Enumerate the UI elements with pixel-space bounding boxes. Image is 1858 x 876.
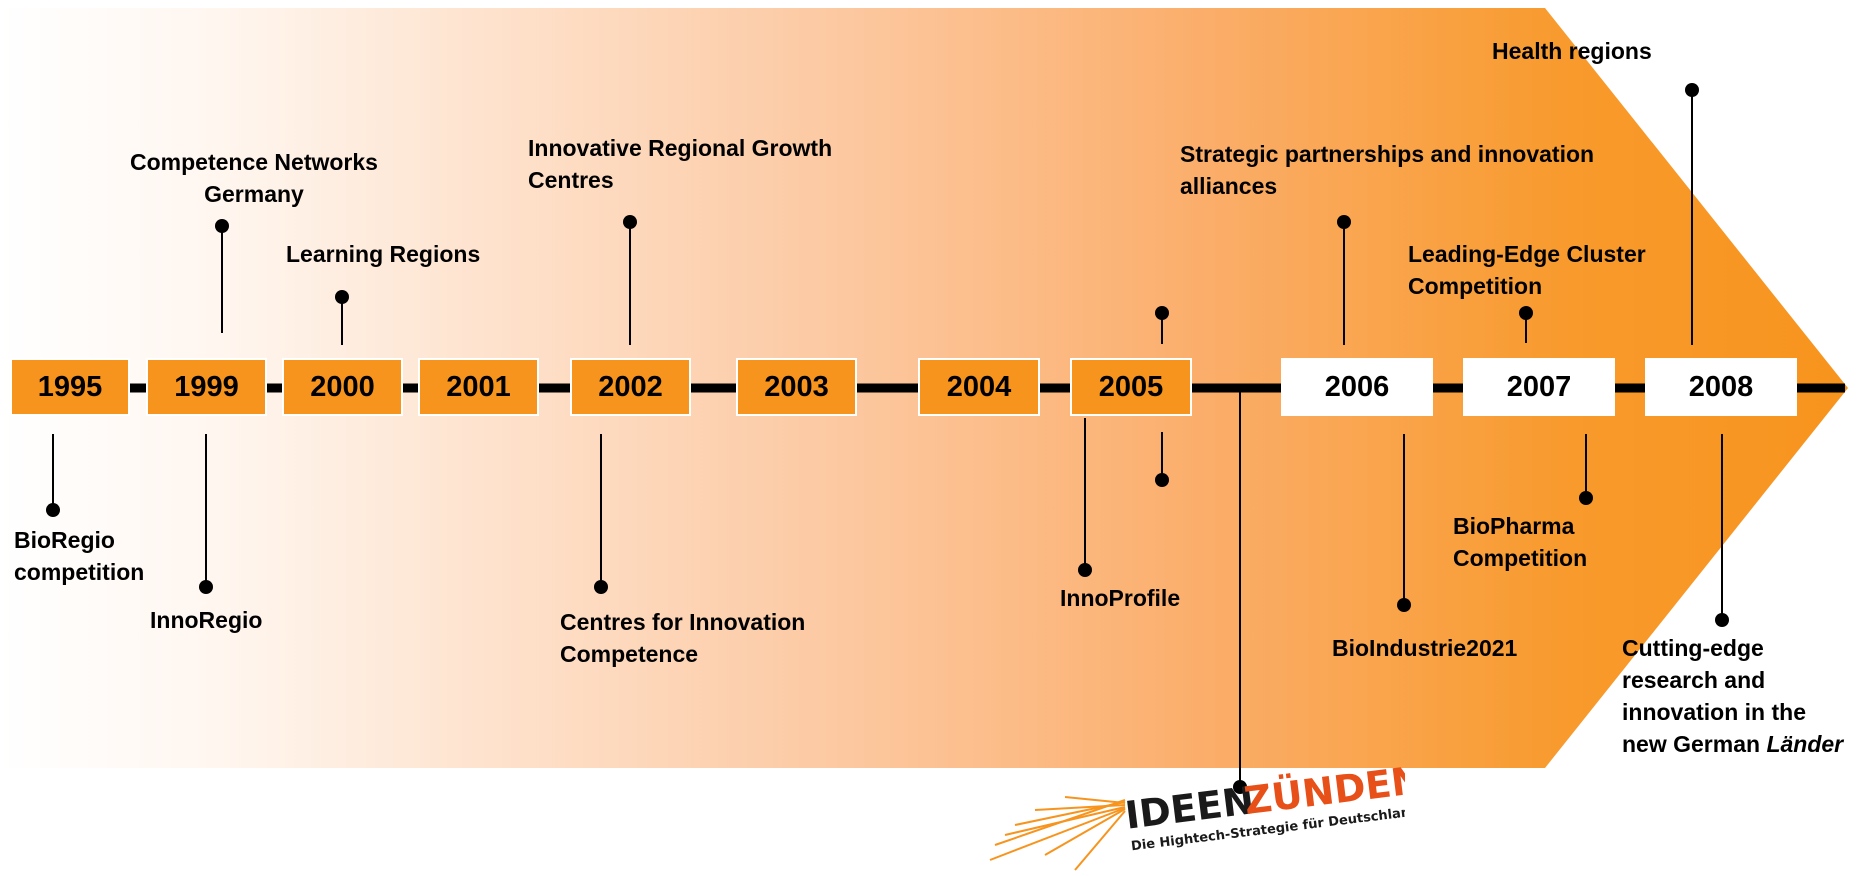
stem-centres-innovation-dot	[594, 580, 608, 594]
spark-rays	[989, 796, 1126, 871]
label-leading-edge: Leading-Edge Cluster Competition	[1408, 241, 1646, 299]
cutting-edge-line2: research and	[1622, 667, 1766, 693]
stem-leading-edge-dot	[1519, 306, 1533, 320]
stem-bioregio-dot	[46, 503, 60, 517]
year-2004: 2004	[918, 358, 1040, 416]
stem-strategic-partnerships-dot	[1337, 215, 1351, 229]
year-2003: 2003	[736, 358, 857, 416]
label-strategic-partnerships: Strategic partnerships and innovation al…	[1180, 141, 1595, 199]
label-learning-regions: Learning Regions	[286, 241, 481, 267]
cutting-edge-line3: innovation in the	[1622, 699, 1806, 725]
stem-innovative-regional-dot	[623, 215, 637, 229]
label-biopharma: BioPharma Competition	[1453, 513, 1588, 571]
label-innoregio: InnoRegio	[150, 607, 263, 633]
year-2002: 2002	[570, 358, 691, 416]
stem-biopharma-dot	[1579, 491, 1593, 505]
year-2008: 2008	[1645, 358, 1797, 416]
stem-hightech-strategy-dot	[1233, 780, 1247, 794]
stem-competence-networks-dot	[215, 219, 229, 233]
label-bioregio: BioRegio competition	[14, 527, 145, 585]
label-competence-networks: Competence Networks Germany	[130, 149, 378, 207]
stem-health-regions-dot	[1685, 83, 1699, 97]
year-2005: 2005	[1070, 358, 1192, 416]
stem-cutting-edge-dot	[1715, 613, 1729, 627]
label-centres-innovation-competence: Centres for Innovation Competence	[560, 609, 806, 667]
stem-2005-upper-dot	[1155, 306, 1169, 320]
cutting-edge-laender: Länder	[1766, 731, 1844, 757]
milestone-stems	[46, 83, 1729, 794]
year-1999: 1999	[146, 358, 267, 416]
cutting-edge-line4a: new German	[1622, 731, 1767, 757]
label-innoprofile: InnoProfile	[1060, 585, 1181, 611]
stem-innoregio-dot	[199, 580, 213, 594]
stem-innoprofile-dot	[1078, 563, 1092, 577]
year-2006: 2006	[1281, 358, 1433, 416]
label-cutting-edge: Cutting-edge research and innovation in …	[1622, 632, 1843, 760]
year-1995: 1995	[10, 358, 130, 416]
year-2001: 2001	[418, 358, 539, 416]
year-2007: 2007	[1463, 358, 1615, 416]
label-bioindustrie: BioIndustrie2021	[1332, 635, 1518, 661]
label-innovative-regional-growth: Innovative Regional Growth Centres	[528, 135, 833, 193]
stem-2005-lower-dot	[1155, 473, 1169, 487]
year-2000: 2000	[282, 358, 403, 416]
label-health-regions: Health regions	[1492, 38, 1652, 64]
cutting-edge-line1: Cutting-edge	[1622, 635, 1764, 661]
stem-learning-regions-dot	[335, 290, 349, 304]
stem-bioindustrie-dot	[1397, 598, 1411, 612]
ideen-zuenden-logo: IDEEN ZÜNDEN! Die Hightech-Strategie für…	[989, 755, 1405, 871]
cutting-edge-line4: new German Länder	[1622, 728, 1843, 760]
